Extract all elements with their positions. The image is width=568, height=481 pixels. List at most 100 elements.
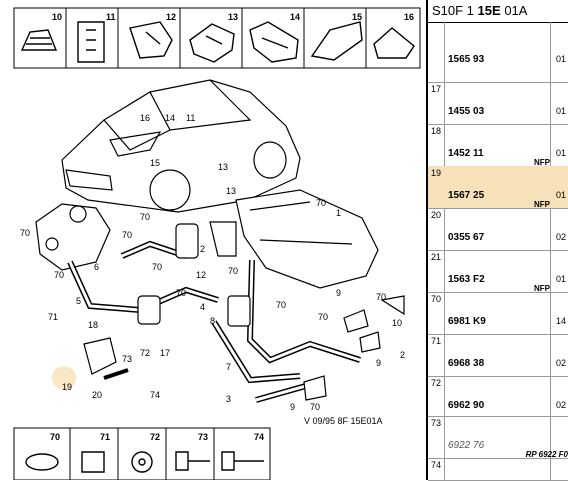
- box-label-12: 12: [166, 12, 176, 22]
- top-component-boxes: [13, 7, 421, 69]
- valve-8: [227, 295, 251, 327]
- throttle-body: [35, 203, 111, 271]
- box-label-14: 14: [290, 12, 300, 22]
- washer-72: [131, 451, 153, 473]
- box-label-71: 71: [100, 432, 110, 442]
- car-windshield: [103, 119, 171, 151]
- callout-numbers: 16 14 11 15 13 13 70 1 70 70 70 2 12 6 7…: [20, 113, 405, 412]
- callout-9b: 9: [376, 358, 381, 368]
- callout-7: 7: [226, 362, 231, 372]
- top-component-drawings: [20, 21, 415, 63]
- row-index: 72: [431, 378, 442, 388]
- callout-4: 4: [200, 302, 205, 312]
- callout-9c: 9: [290, 402, 295, 412]
- component-box-74[interactable]: [213, 427, 271, 480]
- box-label-16: 16: [404, 12, 414, 22]
- highlight-marker-19: [52, 366, 76, 390]
- bottom-component-boxes: [13, 427, 271, 480]
- parts-list-row[interactable]: 1565 93 01: [428, 44, 568, 83]
- parts-list-row[interactable]: 72 6962 90 02: [428, 376, 568, 417]
- callout-70l: 70: [310, 402, 320, 412]
- row-quantity: 01: [555, 190, 566, 200]
- row-part-number: 1565 93: [448, 54, 485, 65]
- row-nfp-flag: NFP: [534, 200, 550, 209]
- bolt-74: [221, 451, 264, 471]
- row-part-number: 6962 90: [448, 400, 485, 411]
- box-label-74: 74: [254, 432, 264, 442]
- car-outline: [61, 79, 301, 213]
- fuel-tank: [235, 189, 379, 289]
- clip-16-drawing: [373, 27, 415, 59]
- callout-74: 74: [150, 390, 160, 400]
- canister-12: [175, 223, 199, 259]
- car-body: [61, 79, 301, 213]
- row-part-number: 6981 K9: [448, 316, 486, 327]
- callout-2b: 2: [400, 350, 405, 360]
- row-index: 18: [431, 126, 442, 136]
- callout-18: 18: [88, 320, 98, 330]
- connector-9a: [343, 309, 369, 333]
- canister-17: [137, 295, 161, 325]
- car-bumper: [65, 169, 113, 191]
- row-index: 70: [431, 294, 442, 304]
- rear-wheel: [253, 141, 287, 179]
- callout-72: 72: [140, 348, 150, 358]
- callout-70b: 70: [140, 212, 150, 222]
- callout-17: 17: [160, 348, 170, 358]
- parts-list-row[interactable]: 70 6981 K9 14: [428, 292, 568, 335]
- row-quantity: 01: [555, 106, 566, 116]
- row-index: 20: [431, 210, 442, 220]
- row-index: 73: [431, 418, 442, 428]
- callout-9a: 9: [336, 288, 341, 298]
- box-label-72: 72: [150, 432, 160, 442]
- solenoid-19: [83, 337, 117, 375]
- header-prefix: S10F 1: [432, 3, 474, 18]
- row-part-number: 1455 03: [448, 106, 485, 117]
- callout-14: 14: [165, 113, 175, 123]
- callout-70d: 70: [20, 228, 30, 238]
- parts-list-header: S10F 1 15E 01A: [428, 0, 568, 23]
- box-label-73: 73: [198, 432, 208, 442]
- parts-list-row[interactable]: 17 1455 03 01: [428, 82, 568, 125]
- callout-70h: 70: [228, 266, 238, 276]
- callout-10: 10: [392, 318, 402, 328]
- row-nfp-flag: RP 6922 F0: [525, 450, 568, 459]
- component-box-16[interactable]: [365, 7, 421, 69]
- row-index: 21: [431, 252, 442, 262]
- callout-8: 8: [210, 316, 215, 326]
- box-label-15: 15: [352, 12, 362, 22]
- row-quantity: 14: [555, 316, 566, 326]
- row-quantity: 02: [555, 400, 566, 410]
- callout-11: 11: [186, 113, 195, 123]
- row-part-number: 1567 25: [448, 190, 485, 201]
- connector-9b: [359, 331, 381, 353]
- callout-1: 1: [336, 208, 341, 218]
- row-part-number: 6968 38: [448, 358, 485, 369]
- callout-70g: 70: [176, 288, 186, 298]
- callout-13b: 13: [226, 186, 236, 196]
- clip-13-drawing: [189, 23, 235, 63]
- row-index: 74: [431, 460, 442, 470]
- callout-3: 3: [226, 394, 231, 404]
- box-label-13: 13: [228, 12, 238, 22]
- callout-19: 19: [62, 382, 72, 392]
- row-quantity: 01: [555, 148, 566, 158]
- row-part-number: 0355 67: [448, 232, 485, 243]
- row-quantity: 01: [555, 54, 566, 64]
- hose-clamp-70: [25, 453, 59, 471]
- row-index: 17: [431, 84, 442, 94]
- callout-70c: 70: [122, 230, 132, 240]
- engine-bay: [109, 131, 162, 157]
- boot-10-drawing: [20, 29, 58, 51]
- box-label-10: 10: [52, 12, 62, 22]
- parts-list-row[interactable]: 74: [428, 458, 568, 481]
- box-label-11: 11: [106, 12, 116, 22]
- canisters: [83, 221, 405, 401]
